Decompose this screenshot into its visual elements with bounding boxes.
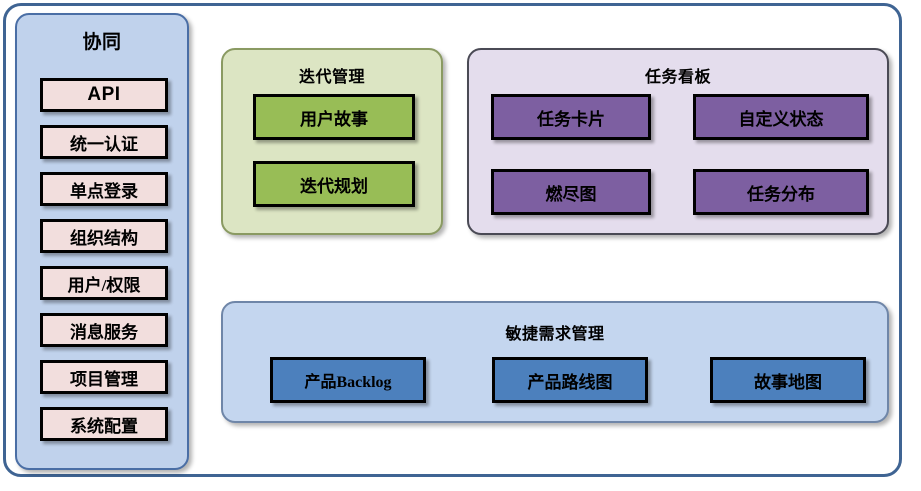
sidebar-item-message-service[interactable]: 消息服务 [40,313,168,347]
sidebar-item-user-permission[interactable]: 用户/权限 [40,266,168,300]
panel-task-board-title: 任务看板 [644,69,711,86]
sidebar-item-api[interactable]: API [40,78,168,112]
node-task-card[interactable]: 任务卡片 [491,94,651,140]
sidebar-item-unified-auth[interactable]: 统一认证 [40,125,168,159]
panel-task-board[interactable]: 任务看板 任务卡片 自定义状态 燃尽图 任务分布 [467,48,889,235]
panel-iteration-management-title: 迭代管理 [298,69,365,86]
panel-iteration-management[interactable]: 迭代管理 用户故事 迭代规划 [221,48,443,235]
node-iteration-planning[interactable]: 迭代规划 [253,161,415,207]
node-user-story[interactable]: 用户故事 [253,94,415,140]
panel-agile-requirements[interactable]: 敏捷需求管理 产品Backlog 产品路线图 故事地图 [221,301,889,423]
node-story-map[interactable]: 故事地图 [710,357,866,403]
panel-collaboration[interactable]: 协同 API 统一认证 单点登录 组织结构 用户/权限 消息服务 项目管理 系统… [15,13,189,470]
node-product-roadmap[interactable]: 产品路线图 [492,357,648,403]
panel-collaboration-title: 协同 [82,32,122,53]
node-product-backlog[interactable]: 产品Backlog [270,357,426,403]
node-burndown-chart[interactable]: 燃尽图 [491,169,651,215]
sidebar-item-org-structure[interactable]: 组织结构 [40,219,168,253]
sidebar-item-project-management[interactable]: 项目管理 [40,360,168,394]
node-custom-status[interactable]: 自定义状态 [693,94,869,140]
sidebar-item-system-config[interactable]: 系统配置 [40,407,168,441]
sidebar-item-single-sign-on[interactable]: 单点登录 [40,172,168,206]
panel-agile-requirements-title: 敏捷需求管理 [505,326,605,343]
node-task-distribution[interactable]: 任务分布 [693,169,869,215]
